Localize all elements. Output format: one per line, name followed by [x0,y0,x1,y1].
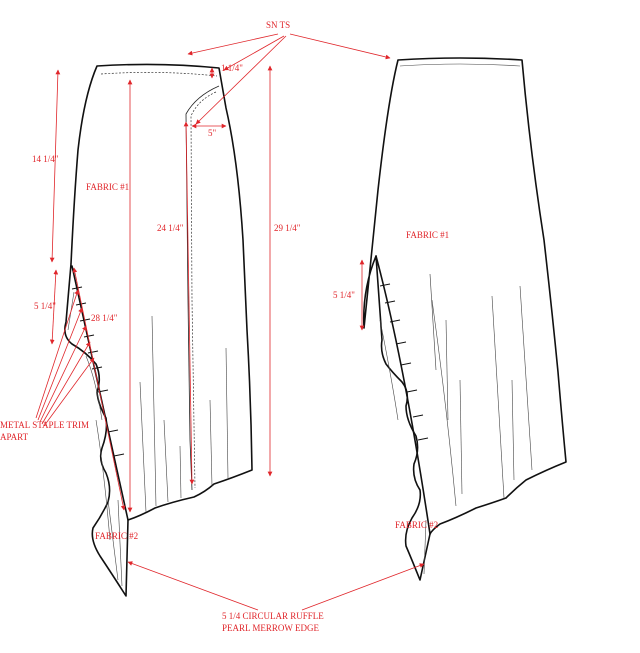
label-waistband: 1 1/4" [221,63,243,73]
label-staple-apart: APART [0,432,29,442]
label-overlap-width: 5" [208,128,217,138]
back-waistband-line [399,63,521,67]
label-ruffle-height-back: 5 1/4" [333,290,355,300]
label-fabric2-front: FABRIC #2 [95,531,138,541]
back-skirt-outline [362,57,567,581]
front-ruffle-drape-lines [67,291,123,587]
label-top-callout: SN TS [266,20,290,30]
label-full-length: 29 1/4" [274,223,301,233]
label-ruffle-height-front: 5 1/4" [34,301,56,311]
annotation-labels: SN TS 1 1/4" 5" 14 1/4" FABRIC #1 24 1/4… [0,20,449,633]
back-drape-lines [379,273,533,575]
back-view [362,57,567,581]
label-inner-length: 24 1/4" [157,223,184,233]
label-fabric1-front: FABRIC #1 [86,182,129,192]
front-view [64,63,253,597]
front-wrap-stitch [190,91,217,489]
label-ruffle-length: 28 1/4" [91,313,118,323]
label-fabric2-back: FABRIC #2 [395,520,438,530]
front-skirt-outline [64,63,253,597]
label-staple-trim: METAL STAPLE TRIM [0,420,89,430]
label-side-length: 14 1/4" [32,154,59,164]
annotation-lines [35,33,425,611]
front-waistband-stitch [100,72,218,77]
back-staple-trims [379,283,429,441]
front-skirt-drape-lines [139,315,229,513]
back-ruffle-seam [375,255,431,535]
label-pearl-merrow: PEARL MERROW EDGE [222,623,320,633]
label-fabric1-back: FABRIC #1 [406,230,449,240]
label-circular-ruffle: 5 1/4 CIRCULAR RUFFLE [222,611,324,621]
